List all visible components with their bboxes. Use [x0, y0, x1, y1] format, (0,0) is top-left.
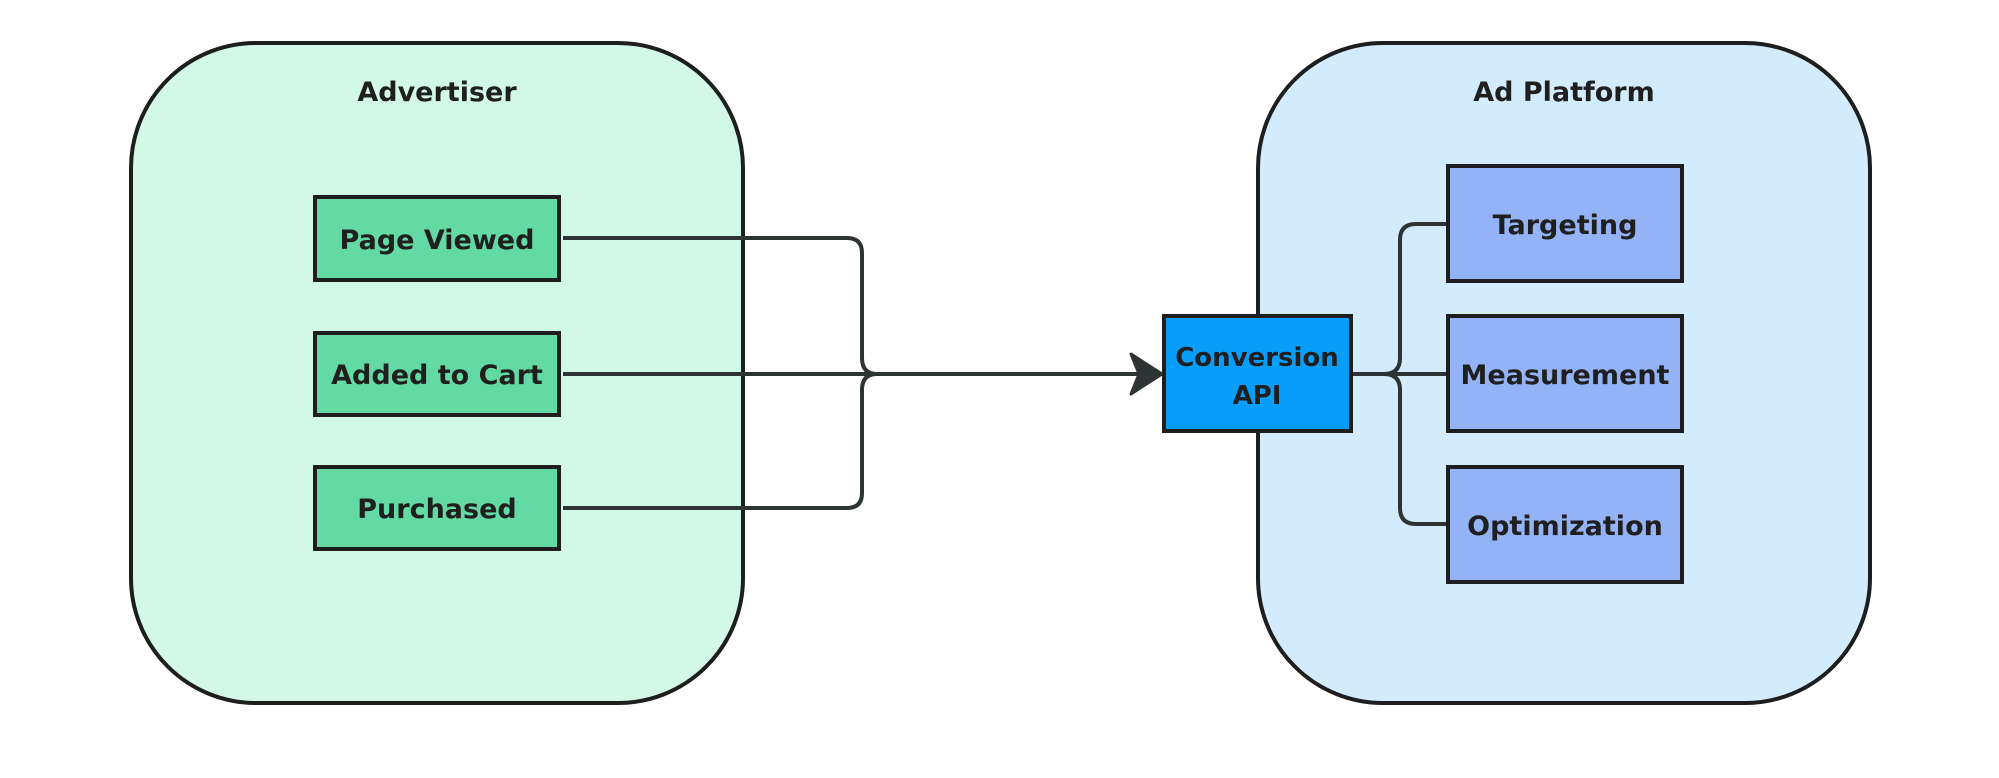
feature-optimization: Optimization [1446, 465, 1684, 584]
ad-platform-title: Ad Platform [1473, 77, 1655, 108]
feature-label: Targeting [1493, 210, 1638, 241]
conversion-api-line2: API [1233, 381, 1282, 411]
event-purchased: Purchased [313, 465, 561, 551]
event-added-to-cart: Added to Cart [313, 331, 561, 417]
feature-label: Measurement [1461, 360, 1670, 391]
feature-measurement: Measurement [1446, 314, 1684, 433]
conversion-api-node: Conversion API [1162, 314, 1353, 433]
feature-targeting: Targeting [1446, 164, 1684, 283]
advertiser-title: Advertiser [357, 77, 517, 108]
event-label: Page Viewed [340, 225, 535, 256]
feature-label: Optimization [1467, 511, 1663, 542]
event-page-viewed: Page Viewed [313, 195, 561, 282]
connector-purchased [563, 372, 1140, 510]
conversion-api-line1: Conversion [1175, 343, 1339, 373]
event-label: Purchased [357, 494, 516, 525]
connector-optimization [1352, 372, 1446, 526]
arrowhead-icon [1129, 352, 1164, 396]
event-label: Added to Cart [331, 360, 543, 391]
